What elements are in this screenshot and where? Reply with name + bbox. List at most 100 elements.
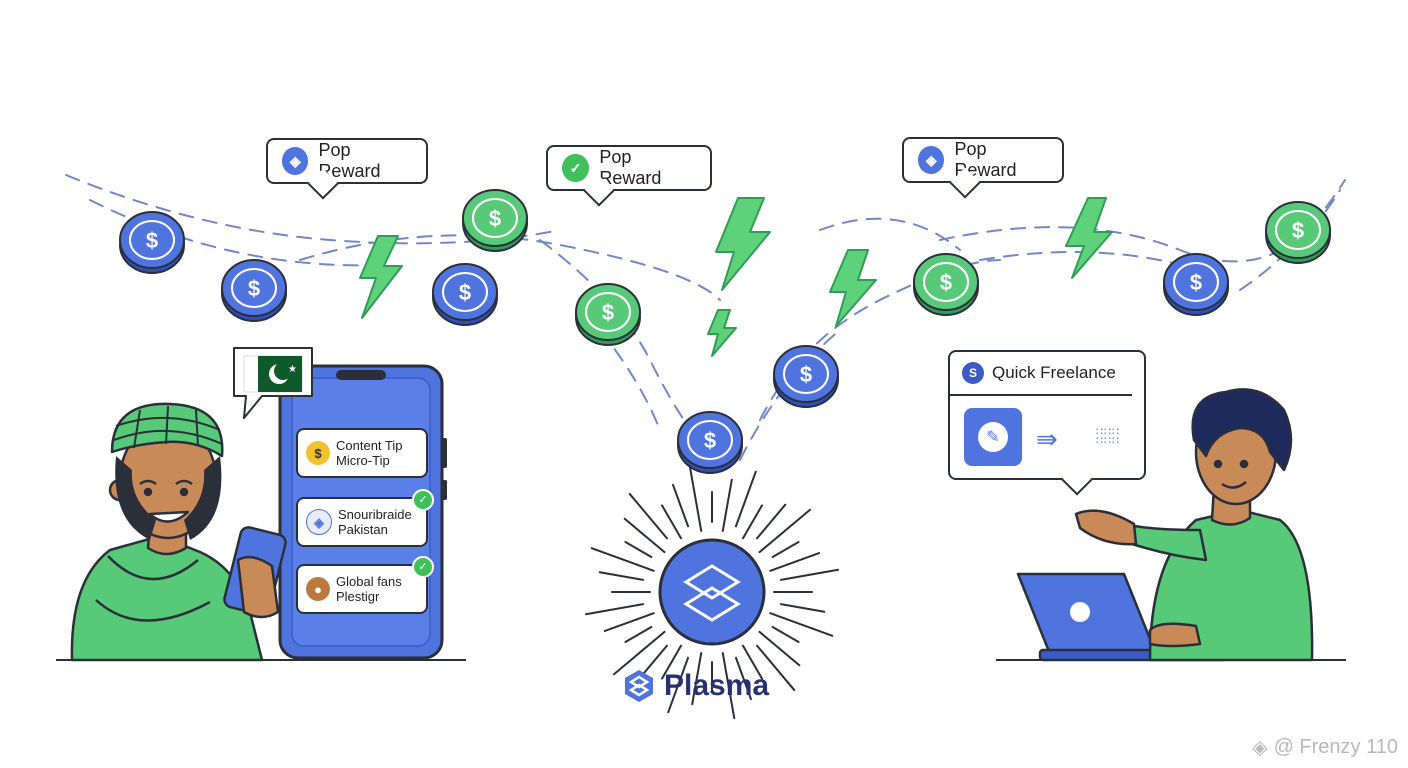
- svg-text:$: $: [146, 228, 158, 253]
- dollar-coin-icon: $: [677, 411, 743, 474]
- message-line-2: Pakistan: [338, 522, 388, 537]
- plasma-logo-icon: ◈: [918, 146, 945, 174]
- left-man-illustration: [70, 402, 287, 662]
- right-man-illustration: [1074, 388, 1314, 662]
- burst-ray: [721, 478, 733, 532]
- burst-ray: [624, 541, 653, 558]
- pop-reward-bubble: ◈ Pop Reward: [266, 138, 428, 200]
- burst-ray: [755, 503, 787, 540]
- svg-text:$: $: [704, 428, 716, 453]
- burst-ray: [667, 656, 690, 714]
- arrow-right-icon: ⇛: [1036, 424, 1058, 454]
- burst-ray: [758, 508, 812, 554]
- lightning-icon: [707, 309, 737, 357]
- dollar-coin-icon: $: [306, 441, 330, 465]
- burst-ray: [779, 603, 826, 613]
- diamond-logo-icon: ◈: [1252, 737, 1268, 759]
- plasma-logo-icon: [625, 670, 653, 702]
- burst-ray: [734, 470, 757, 528]
- dollar-coin-icon: $: [1163, 253, 1229, 316]
- coins: $ $ $ $ $ $ $ $ $ $: [119, 189, 1331, 474]
- quick-freelance-bubble: S Quick Freelance ✎ ⇛ ∷∷∷∷∷∷: [948, 350, 1146, 496]
- burst-ray: [584, 603, 645, 616]
- burst-ray: [771, 541, 800, 558]
- dollar-coin-icon: $: [773, 345, 839, 408]
- burst-ray: [769, 552, 821, 572]
- dollar-coin-icon: $: [1265, 201, 1331, 264]
- burst-ray: [691, 652, 703, 706]
- svg-text:$: $: [459, 280, 471, 305]
- burst-ray: [742, 644, 763, 680]
- burst-ray: [598, 571, 645, 581]
- plasma-logo-icon: ◈: [282, 147, 309, 175]
- burst-ray: [603, 612, 655, 632]
- dollar-coin-icon: $: [913, 253, 979, 316]
- quick-freelance-title: Quick Freelance: [992, 363, 1116, 382]
- svg-text:$: $: [940, 270, 952, 295]
- burst-ray: [624, 626, 653, 643]
- dollar-coin-icon: $: [432, 263, 498, 326]
- lightning-bolts: [359, 197, 1113, 357]
- checkmark-icon: ✓: [412, 489, 434, 511]
- burst-ray: [623, 517, 666, 554]
- message-line-2: Plestigr: [336, 589, 380, 604]
- burst-ray: [734, 656, 752, 701]
- svg-text:$: $: [602, 300, 614, 325]
- burst-ray: [721, 652, 736, 720]
- pop-reward-label: Pop Reward: [599, 147, 662, 188]
- brand-name: Plasma: [664, 669, 770, 702]
- burst-ray: [628, 492, 669, 540]
- message-line-1: Content Tip: [336, 438, 403, 453]
- burst-ray: [661, 504, 682, 540]
- app-tile-icon: ✎: [964, 408, 1022, 466]
- phone-message: ◈ Snouribraide Pakistan ✓: [296, 489, 434, 547]
- plasma-burst: [584, 464, 840, 720]
- svg-text:$: $: [800, 362, 812, 387]
- burst-ray: [590, 547, 655, 572]
- svg-text:$: $: [1292, 218, 1304, 243]
- burst-ray: [769, 612, 834, 637]
- brush-icon: ✎: [978, 422, 1008, 452]
- checkmark-icon: ✓: [562, 154, 590, 182]
- svg-text:$: $: [489, 206, 501, 231]
- message-line-1: Snouribraide: [338, 507, 412, 522]
- plasma-brand: Plasma: [622, 668, 769, 704]
- burst-ray: [612, 630, 666, 676]
- dollar-coin-icon: $: [119, 211, 185, 274]
- lightning-icon: [1065, 197, 1113, 279]
- burst-ray: [779, 568, 840, 581]
- plasma-logo-icon: [683, 564, 741, 622]
- burst-ray: [688, 464, 703, 532]
- dollar-coin-icon: $: [462, 189, 528, 252]
- svg-text:$: $: [248, 276, 260, 301]
- lightning-icon: [829, 249, 877, 327]
- pop-reward-bubble: ✓ Pop Reward: [546, 145, 712, 207]
- burst-ray: [758, 630, 801, 667]
- svg-text:$: $: [1190, 270, 1202, 295]
- dollar-coin-icon: $: [575, 283, 641, 346]
- checkmark-icon: ✓: [412, 556, 434, 578]
- message-line-1: Global fans: [336, 574, 402, 589]
- dollar-coin-icon: $: [221, 259, 287, 322]
- watermark: ◈ @ Frenzy 110: [1252, 735, 1398, 760]
- plasma-logo-icon: ◈: [306, 509, 332, 535]
- burst-ray: [755, 644, 796, 692]
- pop-reward-label: Pop Reward: [318, 140, 381, 181]
- pixel-dots-icon: ∷∷∷∷∷∷: [1096, 426, 1120, 447]
- message-line-2: Micro-Tip: [336, 453, 390, 468]
- burst-ray: [742, 504, 763, 540]
- plasma-s-icon: S: [962, 362, 984, 384]
- lightning-icon: [359, 235, 403, 319]
- avatar-icon: ●: [306, 577, 330, 601]
- phone-message: $ Content Tip Micro-Tip: [296, 428, 428, 478]
- burst-ray: [672, 483, 690, 528]
- watermark-text: @ Frenzy 110: [1273, 736, 1398, 758]
- pop-reward-bubble: ◈ Pop Reward: [902, 137, 1064, 199]
- lightning-icon: [715, 197, 771, 291]
- pakistan-flag-bubble: ★: [233, 347, 313, 419]
- burst-ray: [771, 626, 800, 643]
- svg-text:★: ★: [288, 364, 297, 375]
- phone-message: ● Global fans Plestigr ✓: [296, 556, 434, 614]
- burst-ray: [661, 644, 682, 680]
